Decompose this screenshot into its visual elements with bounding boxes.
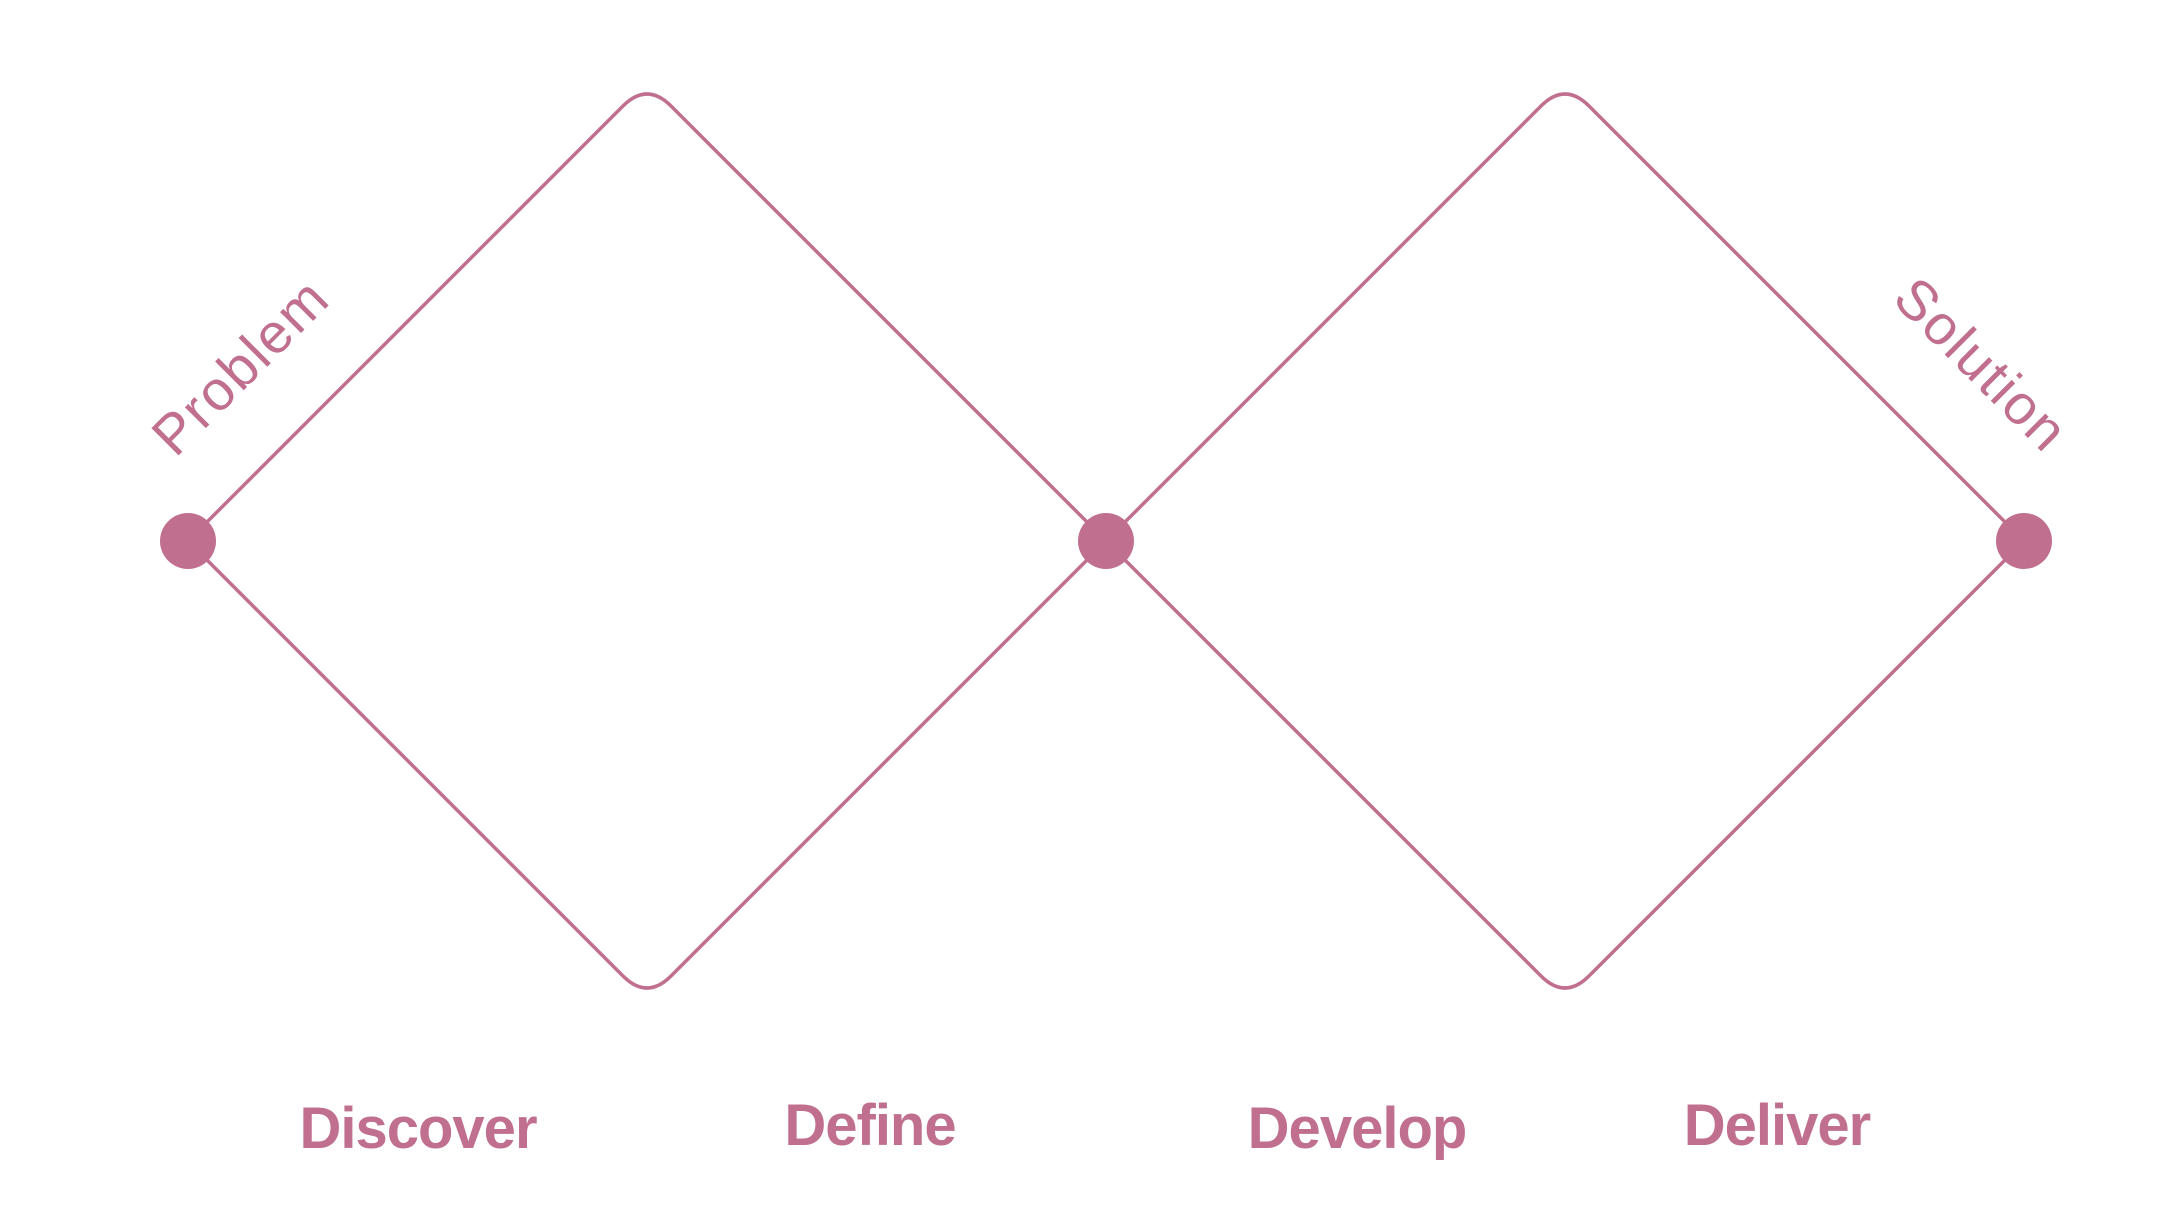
phase-label-deliver: Deliver xyxy=(1684,1093,1871,1158)
phase-label-define: Define xyxy=(784,1093,955,1158)
problem-label: Problem xyxy=(139,265,341,467)
second-diamond-outline xyxy=(1104,92,2026,990)
middle-node xyxy=(1078,513,1134,569)
first-diamond-outline xyxy=(186,92,1108,990)
start-node xyxy=(160,513,216,569)
phase-label-develop: Develop xyxy=(1248,1096,1467,1161)
end-node xyxy=(1996,513,2052,569)
solution-label: Solution xyxy=(1882,265,2081,464)
phase-label-discover: Discover xyxy=(299,1096,536,1161)
